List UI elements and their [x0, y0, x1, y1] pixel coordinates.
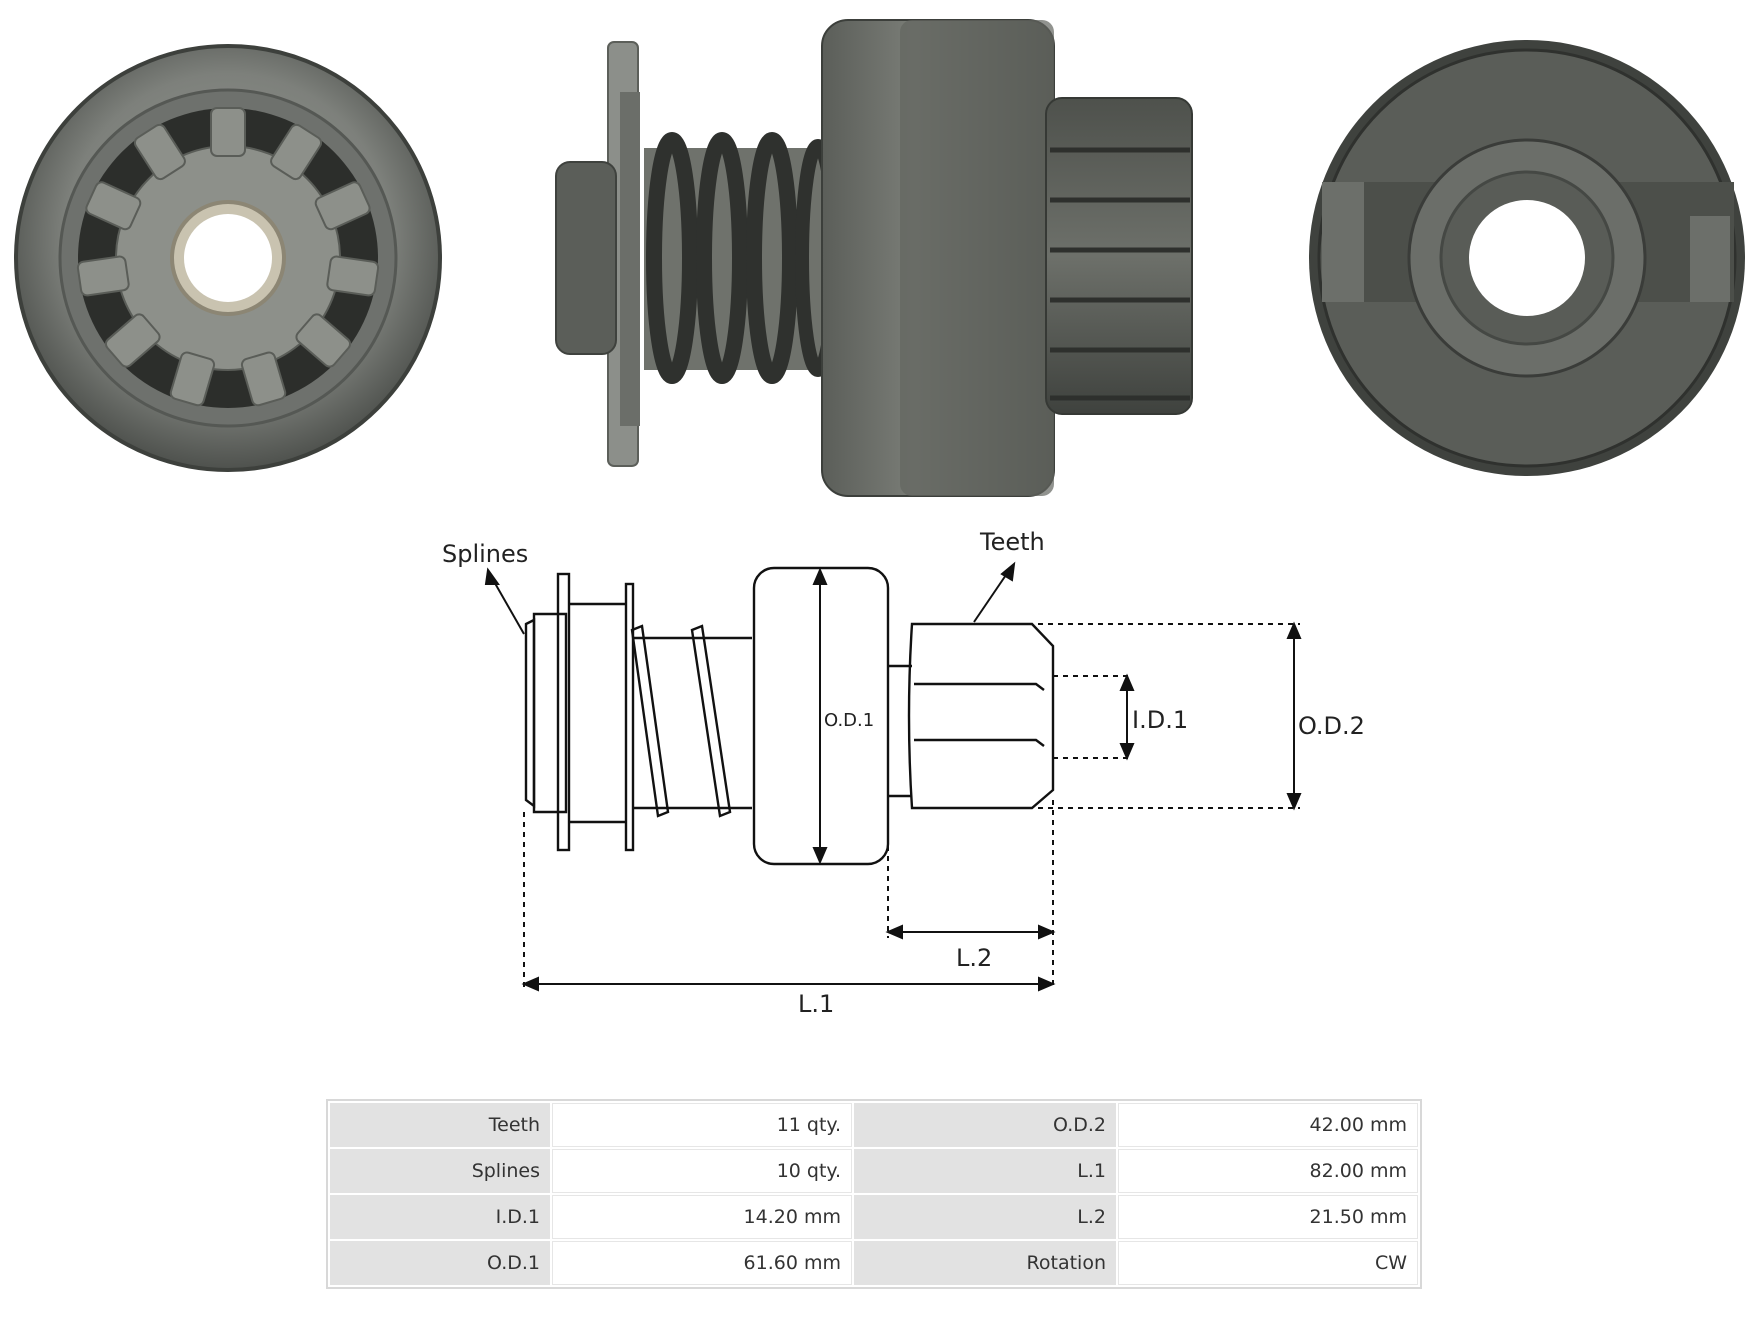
spec-key: O.D.2 — [854, 1103, 1116, 1147]
dimension-diagram: Splines Teeth O.D.1 O.D.2 I.D.1 L.2 L.1 — [442, 528, 1365, 1018]
table-row: Splines 10 qty. L.1 82.00 mm — [330, 1149, 1418, 1193]
spec-key: Rotation — [854, 1241, 1116, 1285]
spring-coil-2 — [690, 624, 732, 818]
od2-label: O.D.2 — [1298, 712, 1365, 740]
table-row: Teeth 11 qty. O.D.2 42.00 mm — [330, 1103, 1418, 1147]
od1-label: O.D.1 — [824, 710, 874, 731]
pinion-gear-icon — [76, 107, 380, 407]
spec-key: Splines — [330, 1149, 550, 1193]
clutch-housing — [752, 566, 890, 866]
spec-value: 11 qty. — [552, 1103, 852, 1147]
id1-label: I.D.1 — [1132, 706, 1188, 734]
spec-value: 61.60 mm — [552, 1241, 852, 1285]
shaft-end-outline — [532, 612, 568, 814]
spec-value: 21.50 mm — [1118, 1195, 1418, 1239]
product-photos — [14, 19, 1745, 497]
front-flange — [556, 572, 571, 852]
side-view-photo — [555, 19, 1193, 497]
spec-key: O.D.1 — [330, 1241, 550, 1285]
spec-value: 82.00 mm — [1118, 1149, 1418, 1193]
spec-key: L.2 — [854, 1195, 1116, 1239]
spring-coil-1 — [630, 624, 670, 818]
spec-value: 42.00 mm — [1118, 1103, 1418, 1147]
spec-value: 10 qty. — [552, 1149, 852, 1193]
spec-table: Teeth 11 qty. O.D.2 42.00 mm Splines 10 … — [326, 1099, 1422, 1289]
spec-value: 14.20 mm — [552, 1195, 852, 1239]
spec-key: L.1 — [854, 1149, 1116, 1193]
front-view-photo — [14, 44, 442, 472]
splines-callout-label: Splines — [442, 540, 528, 568]
spec-value: CW — [1118, 1241, 1418, 1285]
spec-key: I.D.1 — [330, 1195, 550, 1239]
l2-label: L.2 — [956, 944, 992, 972]
table-row: I.D.1 14.20 mm L.2 21.50 mm — [330, 1195, 1418, 1239]
table-row: O.D.1 61.60 mm Rotation CW — [330, 1241, 1418, 1285]
rear-flange — [624, 582, 635, 852]
pinion-outline — [907, 622, 1055, 810]
teeth-callout-label: Teeth — [979, 528, 1045, 556]
rear-view-photo — [1309, 40, 1745, 476]
l1-label: L.1 — [798, 990, 834, 1018]
spec-key: Teeth — [330, 1103, 550, 1147]
